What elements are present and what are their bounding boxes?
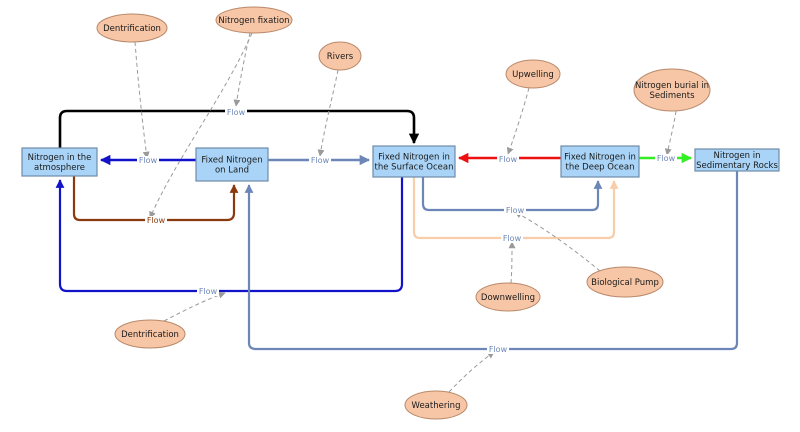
aux-ellipse — [505, 59, 561, 89]
flow-label-bg — [197, 287, 219, 296]
aux-nitrogen-fixation[interactable]: Nitrogen fixation — [215, 6, 293, 34]
auxiliary-layer: Dentrification Nitrogen fixationRiversUpw… — [96, 6, 711, 420]
aux-label: Downwelling — [481, 293, 535, 303]
flow-rocks-to-land[interactable] — [244, 171, 739, 351]
flow-label-rivers-flow: Flow — [309, 156, 331, 165]
flow-label-bg — [497, 155, 519, 164]
stock-box — [21, 147, 98, 177]
flow-label-text: Flow — [199, 287, 218, 296]
aux-ellipse — [404, 390, 468, 420]
flow-label-burial-flow: Flow — [655, 154, 677, 163]
flow-label-bg — [504, 206, 526, 215]
aux-label: Biological Pump — [591, 278, 659, 288]
stock-label: atmosphere — [34, 163, 85, 173]
flow-label-pump-flow: Flow — [504, 206, 526, 215]
link-fixation-to-top-flow — [233, 32, 251, 107]
stock-box — [560, 145, 640, 178]
link-downwelling — [508, 241, 516, 284]
flow-atmosphere-to-land[interactable] — [72, 176, 239, 222]
flow-label-bg — [655, 154, 677, 163]
flow-label-text: Flow — [489, 345, 508, 354]
flow-label-text: Flow — [147, 216, 166, 225]
flow-label-text: Flow — [139, 156, 158, 165]
link-layer — [134, 32, 677, 393]
stock-label: the Deep Ocean — [566, 163, 635, 173]
flow-label-top-black: Flow — [225, 108, 247, 117]
aux-label: Upwelling — [512, 70, 554, 80]
flow-label-upwelling-flow: Flow — [497, 155, 519, 164]
flow-label-text: Flow — [499, 155, 518, 164]
aux-label: Dentrification — [121, 330, 179, 340]
flow-label-blue-land-atm: Flow — [137, 156, 159, 165]
aux-downwelling[interactable]: Downwelling — [475, 282, 541, 312]
aux-ellipse — [215, 6, 293, 34]
aux-dentrification-bottom[interactable]: Dentrification — [114, 319, 186, 349]
aux-label: Dentrification — [103, 24, 161, 34]
link-burial — [664, 110, 677, 156]
stock-label: Fixed Nitrogen in — [378, 153, 450, 163]
flow-label-bg — [501, 234, 523, 243]
stock-box — [694, 148, 780, 172]
aux-ellipse — [114, 319, 186, 349]
flow-label-bg — [309, 156, 331, 165]
aux-dentrification-top[interactable]: Dentrification — [96, 13, 168, 43]
flow-label-weathering-flow: Flow — [487, 345, 509, 354]
stock-label: Fixed Nitrogen — [201, 156, 262, 166]
aux-biological-pump[interactable]: Biological Pump — [586, 266, 664, 298]
aux-label: Sediments — [649, 91, 695, 101]
aux-label: Nitrogen fixation — [218, 16, 289, 26]
flow-label-brown-atm-land: Flow — [145, 216, 167, 225]
stock-label: Sedimentary Rocks — [696, 161, 778, 171]
flow-label-text: Flow — [311, 156, 330, 165]
link-weathering — [448, 351, 495, 393]
link-rivers — [317, 69, 339, 157]
aux-ellipse — [318, 41, 362, 71]
flow-label-bg — [145, 216, 167, 225]
stock-box — [195, 147, 269, 182]
stock-label: Fixed Nitrogen in — [564, 153, 636, 163]
link-upwelling — [506, 87, 530, 155]
stock-label: Nitrogen in the — [28, 153, 92, 163]
flow-label-dent-bottom-flow: Flow — [197, 287, 219, 296]
aux-label: Rivers — [327, 52, 354, 62]
aux-weathering[interactable]: Weathering — [404, 390, 468, 420]
flow-label-bg — [487, 345, 509, 354]
flow-surface-to-atmosphere[interactable] — [55, 177, 404, 293]
aux-label: Nitrogen burial in — [635, 81, 709, 91]
link-dentrification-top — [134, 41, 150, 159]
flow-label-down-flow: Flow — [501, 234, 523, 243]
link-biological-pump — [514, 211, 601, 272]
stock-box — [372, 145, 456, 178]
flow-label-text: Flow — [503, 234, 522, 243]
flow-label-bg — [137, 156, 159, 165]
stock-label: the Surface Ocean — [375, 163, 454, 173]
flow-label-text: Flow — [227, 108, 246, 117]
aux-ellipse — [586, 266, 664, 298]
aux-label: Weathering — [412, 401, 461, 411]
flow-label-text: Flow — [657, 154, 676, 163]
flow-label-bg — [225, 108, 247, 117]
link-fixation-to-brown-flow — [149, 32, 253, 219]
aux-ellipse — [475, 282, 541, 312]
flow-label-text: Flow — [506, 206, 525, 215]
link-dentrification-bottom — [163, 291, 226, 322]
aux-upwelling[interactable]: Upwelling — [505, 59, 561, 89]
stock-label: on Land — [215, 166, 249, 176]
aux-ellipse — [96, 13, 168, 43]
stock-label: Nitrogen in — [713, 151, 760, 161]
aux-rivers[interactable]: Rivers — [318, 41, 362, 71]
aux-ellipse — [633, 68, 711, 112]
